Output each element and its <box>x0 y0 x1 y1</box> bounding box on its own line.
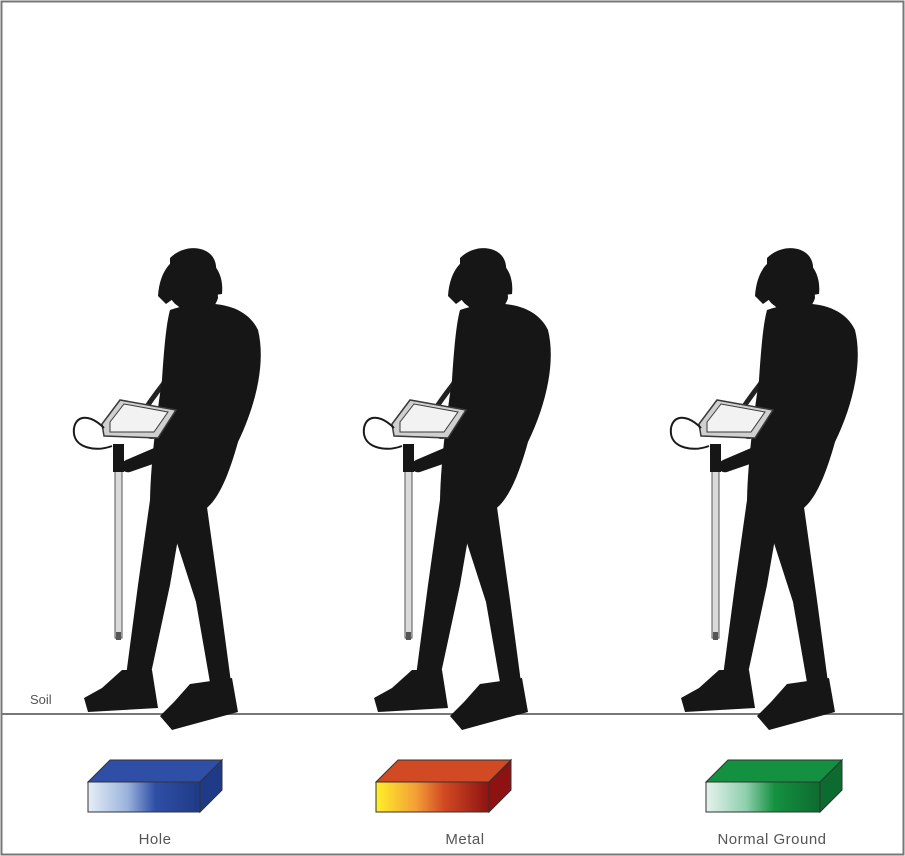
material-block-hole <box>88 760 222 812</box>
operator-silhouette <box>671 248 858 730</box>
material-label-normal: Normal Ground <box>717 831 826 848</box>
material-label-metal: Metal <box>445 831 484 848</box>
operator-silhouette <box>364 248 551 730</box>
material-block-metal <box>376 760 511 812</box>
operator-silhouette <box>74 248 261 730</box>
soil-label: Soil <box>30 692 52 707</box>
material-block-normal <box>706 760 842 812</box>
material-label-hole: Hole <box>139 831 172 848</box>
material-blocks: Hole Metal Normal Ground <box>88 760 842 848</box>
